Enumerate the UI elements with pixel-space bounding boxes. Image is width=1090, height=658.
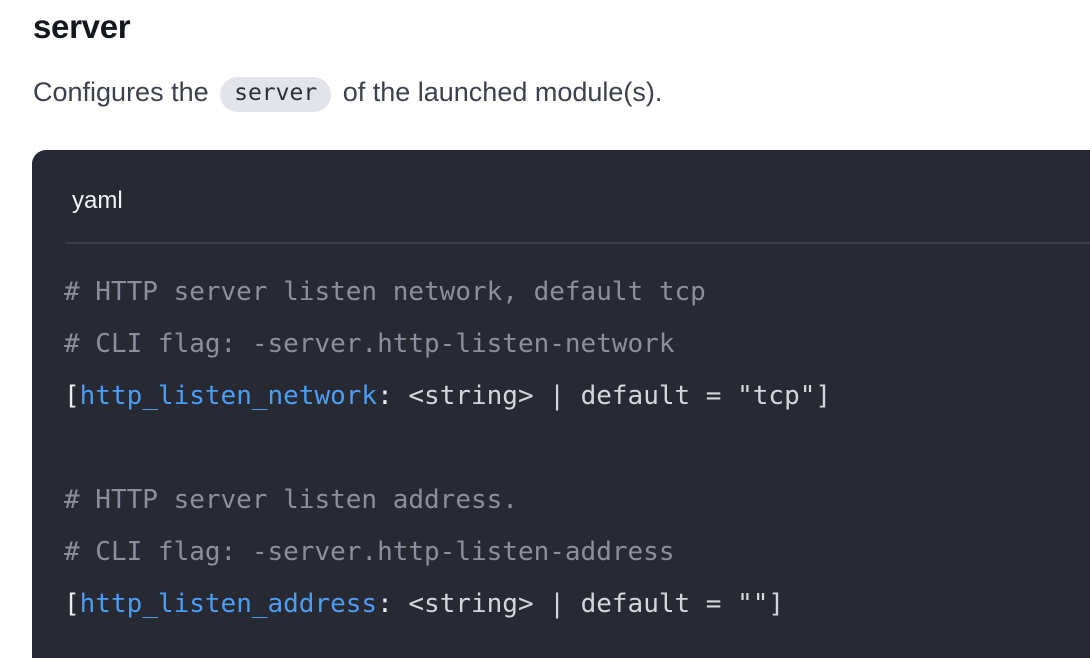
code-block-header: yaml bbox=[32, 150, 1090, 242]
code-token-comment: # CLI flag: -server.http-listen-address bbox=[64, 537, 675, 567]
code-token-plain: <string> bbox=[408, 589, 534, 619]
code-token-plain: | default = ""] bbox=[533, 589, 785, 619]
code-token-punct: [ bbox=[64, 589, 80, 619]
code-content: # HTTP server listen network, default tc… bbox=[32, 244, 1090, 630]
code-line: # CLI flag: -server.http-listen-network bbox=[64, 318, 1090, 370]
code-token-key: http_listen_address bbox=[79, 589, 378, 619]
code-token-punct: : bbox=[377, 381, 409, 411]
code-token-plain: <string> bbox=[408, 381, 534, 411]
code-header-divider bbox=[65, 242, 1090, 244]
inline-code-chip: server bbox=[220, 77, 332, 112]
description-text-after: of the launched module(s). bbox=[335, 77, 663, 107]
code-token-comment: # CLI flag: -server.http-listen-network bbox=[64, 329, 675, 359]
code-line: # HTTP server listen network, default tc… bbox=[64, 266, 1090, 318]
code-block: yaml # HTTP server listen network, defau… bbox=[32, 150, 1090, 658]
code-token-comment: # HTTP server listen network, default tc… bbox=[64, 277, 706, 307]
code-token-comment: # HTTP server listen address. bbox=[64, 485, 518, 515]
section-description: Configures the server of the launched mo… bbox=[33, 72, 662, 112]
code-line: # CLI flag: -server.http-listen-address bbox=[64, 526, 1090, 578]
code-token-punct: [ bbox=[64, 381, 80, 411]
code-language-label: yaml bbox=[72, 187, 123, 214]
code-line: [http_listen_address: <string> | default… bbox=[64, 578, 1090, 630]
code-token-punct: : bbox=[377, 589, 409, 619]
code-token-key: http_listen_network bbox=[79, 381, 378, 411]
description-text-before: Configures the bbox=[33, 77, 217, 107]
code-token-plain: | default = "tcp"] bbox=[533, 381, 832, 411]
code-line: # HTTP server listen address. bbox=[64, 474, 1090, 526]
code-line: [http_listen_network: <string> | default… bbox=[64, 370, 1090, 422]
page-title: server bbox=[33, 8, 131, 45]
code-line bbox=[64, 422, 1090, 474]
